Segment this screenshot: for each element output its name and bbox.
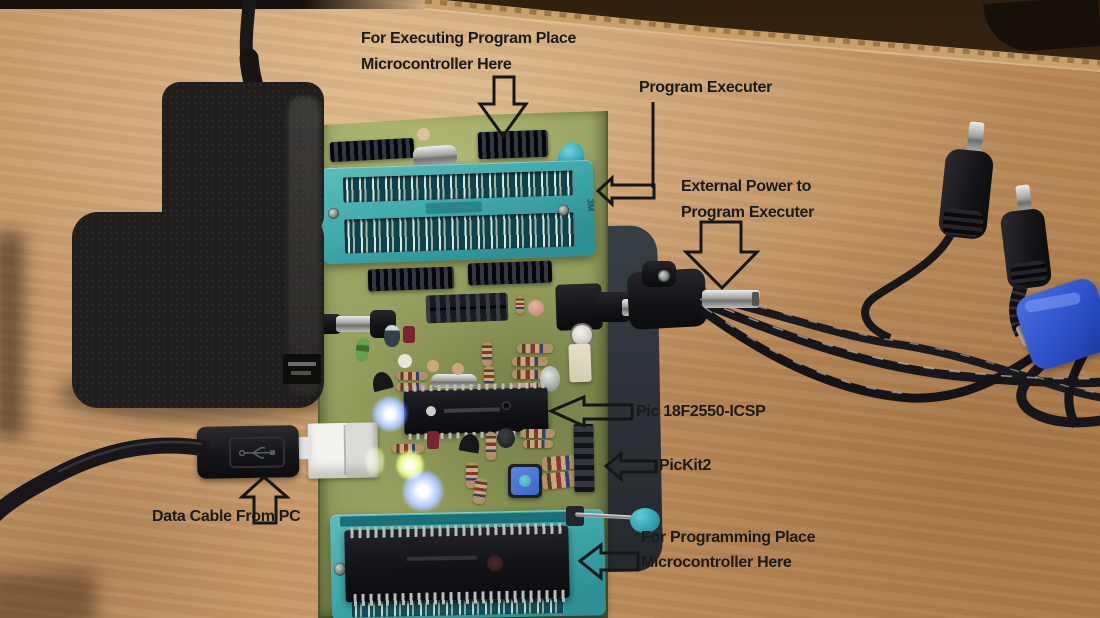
usb-cable (0, 437, 210, 521)
resistor (512, 370, 548, 379)
resistor (392, 444, 424, 453)
label-programming-line1: For Programming Place (641, 529, 816, 546)
resistor (486, 432, 496, 460)
adapter-sheen (288, 96, 320, 396)
adapter-plug-barrel (336, 316, 374, 332)
resistor (482, 342, 492, 366)
power-adapter-body (72, 212, 324, 408)
diode (427, 431, 439, 449)
label-external-power-line1: External Power to (681, 178, 812, 195)
label-text-line (291, 371, 311, 375)
resistor (521, 429, 555, 438)
green-reflection (366, 444, 384, 478)
resistor (512, 357, 548, 366)
tape-cable (1016, 348, 1100, 428)
adapter-label (283, 354, 321, 384)
table-edge-strip (0, 0, 432, 9)
reset-button (508, 464, 542, 498)
label-executing-line1: For Executing Program Place (361, 30, 577, 47)
arrow-external-power-down (682, 220, 761, 291)
power-plug-metal (702, 290, 760, 308)
button-plunger (519, 475, 531, 487)
plug-tip-ring (752, 292, 759, 306)
power-wire (699, 306, 1043, 403)
capacitor (528, 300, 544, 316)
shadow-bottom-left (0, 572, 96, 618)
label-program-executer: Program Executer (639, 79, 773, 96)
blue-led-glow (402, 470, 444, 512)
shadow-left (0, 232, 24, 437)
power-wire (704, 292, 1100, 402)
usb-plug (196, 425, 300, 479)
arrow-executing-down (477, 75, 529, 139)
resistor (523, 440, 553, 448)
resistor (516, 296, 524, 314)
arrow-program-executer-left (595, 174, 656, 208)
label-pic-icsp: Pic 18F2550-ICSP (636, 403, 766, 420)
capacitor (384, 325, 400, 347)
arrow-pickit2-left (603, 450, 658, 483)
label-programming-line2: Microcontroller Here (641, 554, 792, 571)
blue-led-glow (372, 396, 408, 432)
usb-trident-icon (238, 446, 276, 459)
label-pickit2: PicKit2 (659, 457, 712, 474)
ceramic-capacitor (417, 128, 430, 141)
label-data-cable: Data Cable From PC (152, 508, 301, 525)
connector-screw (658, 270, 670, 282)
resistor (396, 372, 428, 380)
arrow-data-cable-up (238, 474, 292, 525)
label-text-line (288, 362, 316, 366)
label-executing-line2: Microcontroller Here (361, 56, 512, 73)
capacitor (497, 428, 515, 448)
capacitor (572, 325, 592, 345)
label-external-power-line2: Program Executer (681, 204, 815, 221)
tape-cable (1064, 349, 1089, 429)
resistor (484, 366, 494, 390)
arrow-programming-left (577, 541, 640, 582)
diode (403, 326, 415, 343)
capacitor (398, 354, 412, 368)
ceramic-capacitor (452, 363, 464, 375)
zif-lever-ball (630, 508, 660, 533)
plug-cable (861, 230, 956, 342)
ceramic-capacitor (427, 360, 439, 372)
arrow-pic-left (547, 394, 634, 429)
power-wire (698, 297, 1100, 388)
resistor (517, 344, 553, 353)
